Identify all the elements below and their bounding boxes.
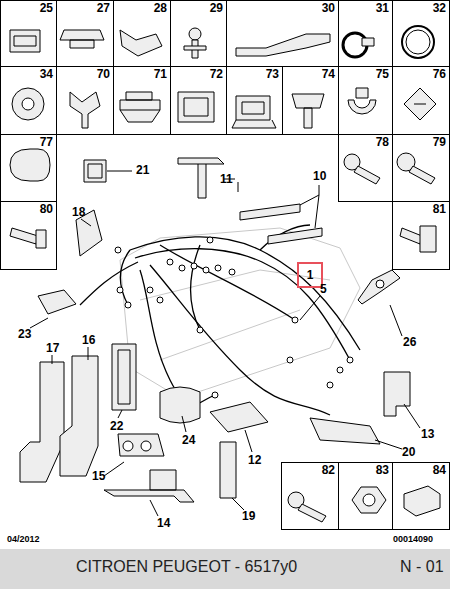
- part-cell: 79: [392, 134, 450, 202]
- callout-number: 28: [154, 2, 167, 15]
- callout-number: 23: [18, 328, 31, 341]
- callout-number: 15: [92, 470, 105, 483]
- part-cell: 73: [226, 66, 283, 135]
- callout-number: 12: [248, 454, 261, 467]
- part-cell: 84: [392, 462, 450, 530]
- part-cell: 25: [0, 0, 57, 67]
- callout-number: 70: [97, 68, 110, 81]
- callout-number: 16: [82, 334, 95, 347]
- callout-number: 34: [40, 68, 53, 81]
- callout-number: 14: [157, 517, 170, 530]
- part-cell: 83: [338, 462, 393, 530]
- part-cell: 32: [392, 0, 450, 67]
- part-cell: 71: [113, 66, 171, 135]
- callout-number: 24: [182, 434, 195, 447]
- callout-number: 18: [72, 206, 85, 219]
- part-cell: 29: [170, 0, 227, 67]
- caption: CITROEN PEUGEOT - 6517y0: [76, 558, 297, 576]
- part-cell: 81: [392, 201, 450, 270]
- part-cell: 31: [338, 0, 393, 67]
- callout-number: 80: [40, 203, 53, 216]
- part-cell: 77: [0, 134, 57, 202]
- callout-number: 13: [421, 428, 434, 441]
- part-cell: 75: [338, 66, 393, 135]
- callout-number: 78: [376, 136, 389, 149]
- callout-number: 5: [320, 283, 327, 296]
- part-cell: 78: [338, 134, 393, 202]
- callout-number: 11: [220, 173, 233, 186]
- sheet-code: 00014090: [393, 533, 433, 546]
- callout-number: 79: [433, 136, 446, 149]
- callout-number: 75: [376, 68, 389, 81]
- callout-number: 26: [403, 336, 416, 349]
- callout-number: 25: [40, 2, 53, 15]
- part-cell: 70: [56, 66, 114, 135]
- callout-number: 21: [136, 164, 149, 177]
- callout-number: 17: [46, 342, 59, 355]
- callout-number: 74: [322, 68, 335, 81]
- callout-number: 83: [376, 464, 389, 477]
- callout-number: 20: [402, 446, 415, 459]
- part-cell: 80: [0, 201, 57, 270]
- callout-number: 30: [322, 2, 335, 15]
- callout-number: 82: [322, 464, 335, 477]
- callout-number: 31: [376, 2, 389, 15]
- callout-number: 71: [154, 68, 167, 81]
- callout-number: 72: [210, 68, 223, 81]
- sheet-code: 04/2012: [7, 533, 40, 546]
- callout-number: 81: [433, 203, 446, 216]
- part-cell: 82: [281, 462, 339, 530]
- callout-number: 76: [433, 68, 446, 81]
- part-cell: 28: [113, 0, 171, 67]
- callout-number: 29: [210, 2, 223, 15]
- callout-number: 77: [40, 136, 53, 149]
- part-cell: 74: [282, 66, 339, 135]
- callout-number: 73: [266, 68, 279, 81]
- part-cell: 27: [56, 0, 114, 67]
- callout-number: 27: [97, 2, 110, 15]
- callout-number: 10: [313, 170, 326, 183]
- callout-number: 19: [242, 510, 255, 523]
- callout-number: 84: [433, 464, 446, 477]
- sheet-number: N - 01: [400, 558, 444, 576]
- part-cell: 76: [392, 66, 450, 135]
- highlight-box: 1: [297, 262, 323, 288]
- callout-number: 32: [433, 2, 446, 15]
- part-cell: 30: [226, 0, 339, 67]
- part-cell: 72: [170, 66, 227, 135]
- callout-number: 1: [299, 268, 321, 282]
- part-cell: 34: [0, 66, 57, 135]
- callout-number: 22: [110, 420, 123, 433]
